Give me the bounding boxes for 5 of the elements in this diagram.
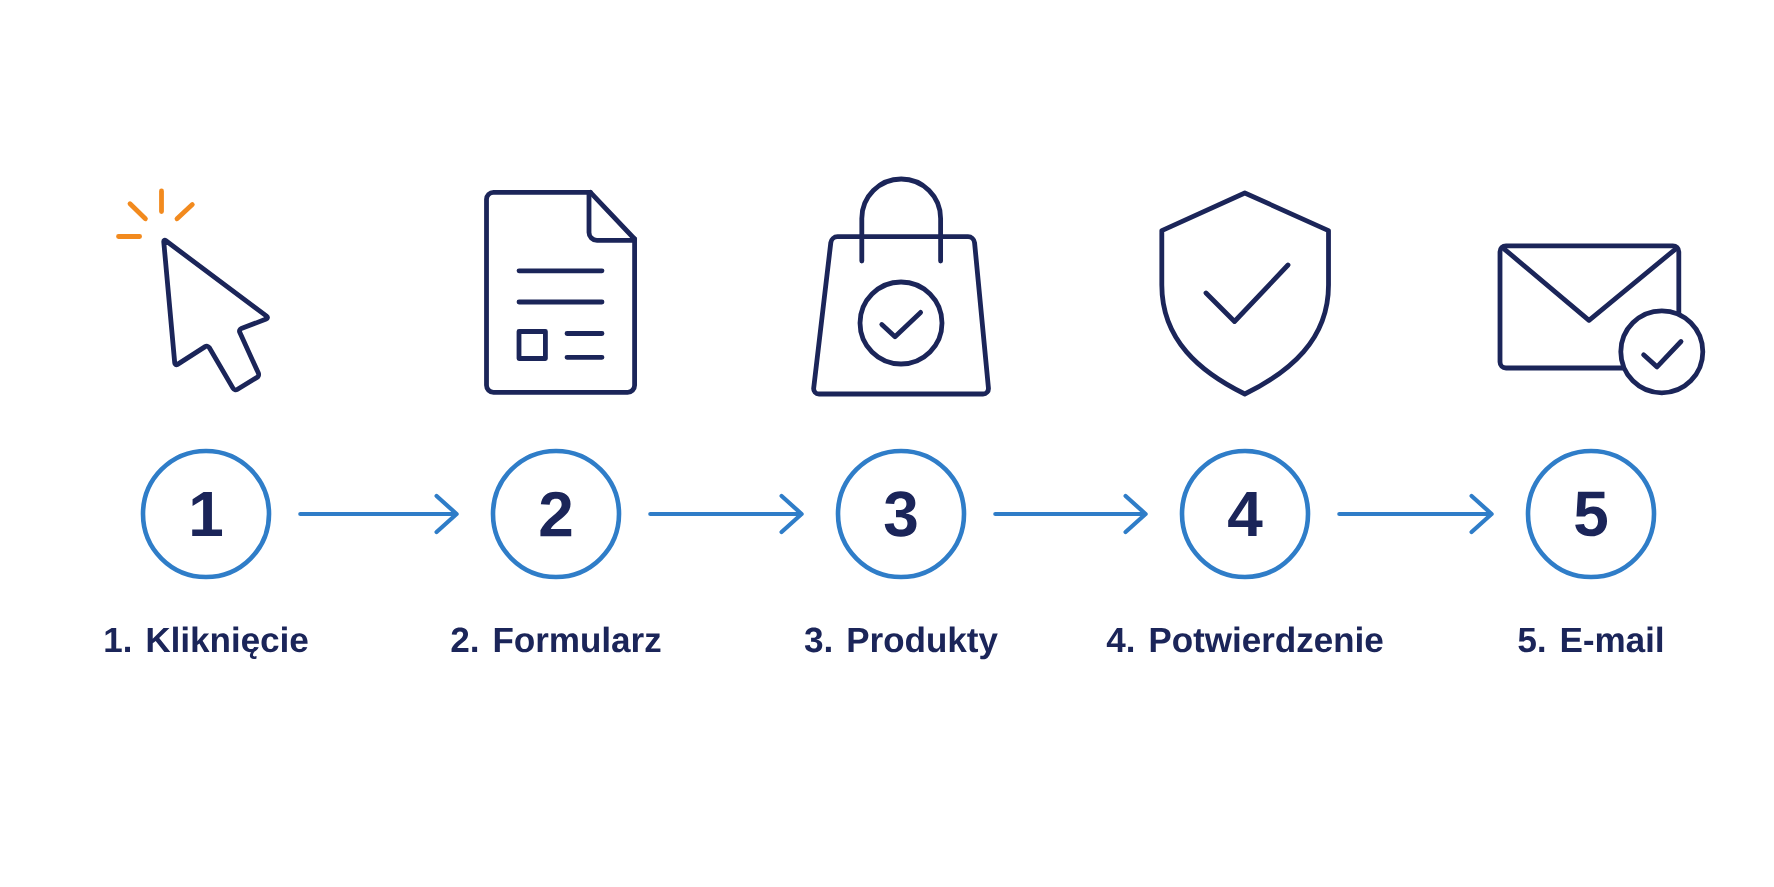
step-label: 1. Kliknięcie bbox=[105, 626, 308, 659]
step-label: 3. Produkty bbox=[804, 626, 998, 660]
step-label: 5. E-mail bbox=[1518, 626, 1663, 653]
step-label: 4. Potwierdzenie bbox=[1106, 626, 1383, 653]
step-label: 2. Formularz bbox=[451, 626, 661, 653]
